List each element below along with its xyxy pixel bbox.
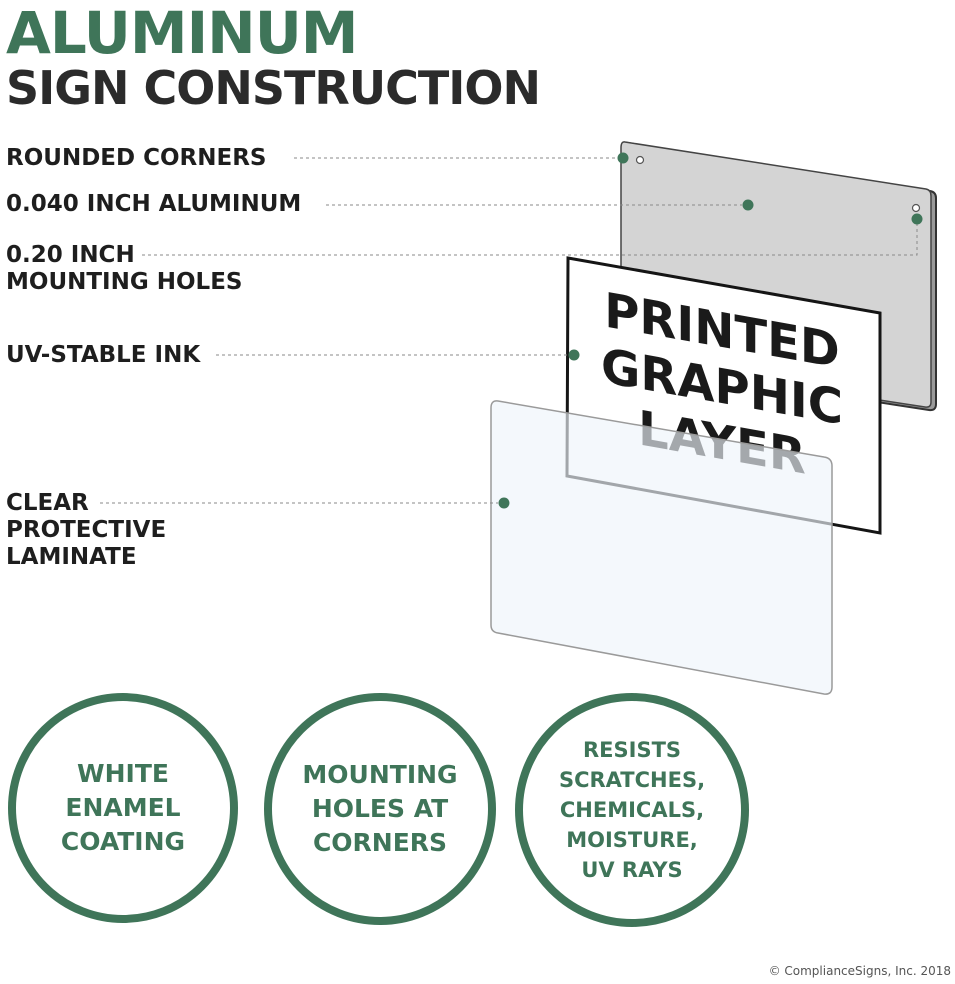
feature-3-line-1: RESISTS [582, 738, 682, 762]
marker-dot-laminate [498, 497, 510, 509]
feature-2-line-3: CORNERS [312, 828, 448, 857]
exploded-sign-diagram: PRINTED GRAPHIC LAYER [100, 141, 937, 695]
mounting-hole-icon [911, 203, 921, 213]
feature-circle-resists: RESISTS SCRATCHES, CHEMICALS, MOISTURE, … [515, 693, 749, 927]
feature-circle-mounting-holes: MOUNTING HOLES AT CORNERS [264, 693, 496, 925]
feature-3-line-3: CHEMICALS, [559, 798, 705, 822]
marker-dot-rounded-corners [617, 152, 629, 164]
label-clear-laminate: CLEAR PROTECTIVE LAMINATE [6, 490, 166, 571]
label-aluminum-thickness: 0.040 INCH ALUMINUM [6, 191, 302, 217]
feature-3-line-5: UV RAYS [581, 858, 683, 882]
label-uv-stable-ink: UV-STABLE INK [6, 342, 201, 368]
feature-1-line-3: COATING [60, 827, 186, 856]
label-mounting-holes-line-2: MOUNTING HOLES [6, 269, 243, 295]
feature-1-line-2: ENAMEL [65, 793, 181, 822]
feature-2-line-2: HOLES AT [311, 794, 449, 823]
marker-dot-aluminum [742, 199, 754, 211]
feature-1-line-1: WHITE [77, 759, 169, 788]
clear-laminate [490, 400, 833, 695]
marker-dot-mounting-hole [911, 213, 923, 225]
marker-dots [498, 152, 923, 509]
label-laminate-line-2: PROTECTIVE [6, 517, 167, 543]
title-aluminum: ALUMINUM [6, 0, 359, 67]
feature-2-line-1: MOUNTING [302, 760, 458, 789]
feature-3-line-4: MOISTURE, [566, 828, 698, 852]
marker-dot-uv-ink [568, 349, 580, 361]
copyright-notice: © ComplianceSigns, Inc. 2018 [768, 964, 951, 978]
label-rounded-corners: ROUNDED CORNERS [6, 145, 267, 171]
mounting-hole-icon [635, 155, 645, 165]
label-mounting-holes-line-1: 0.20 INCH [6, 242, 135, 268]
leader-lines [100, 157, 918, 504]
label-laminate-line-1: CLEAR [6, 490, 89, 516]
title-sign-construction: SIGN CONSTRUCTION [6, 61, 541, 115]
feature-circle-white-enamel: WHITE ENAMEL COATING [8, 693, 238, 923]
feature-3-line-2: SCRATCHES, [558, 768, 706, 792]
label-mounting-holes: 0.20 INCH MOUNTING HOLES [6, 242, 242, 296]
label-laminate-line-3: LAMINATE [6, 544, 137, 570]
